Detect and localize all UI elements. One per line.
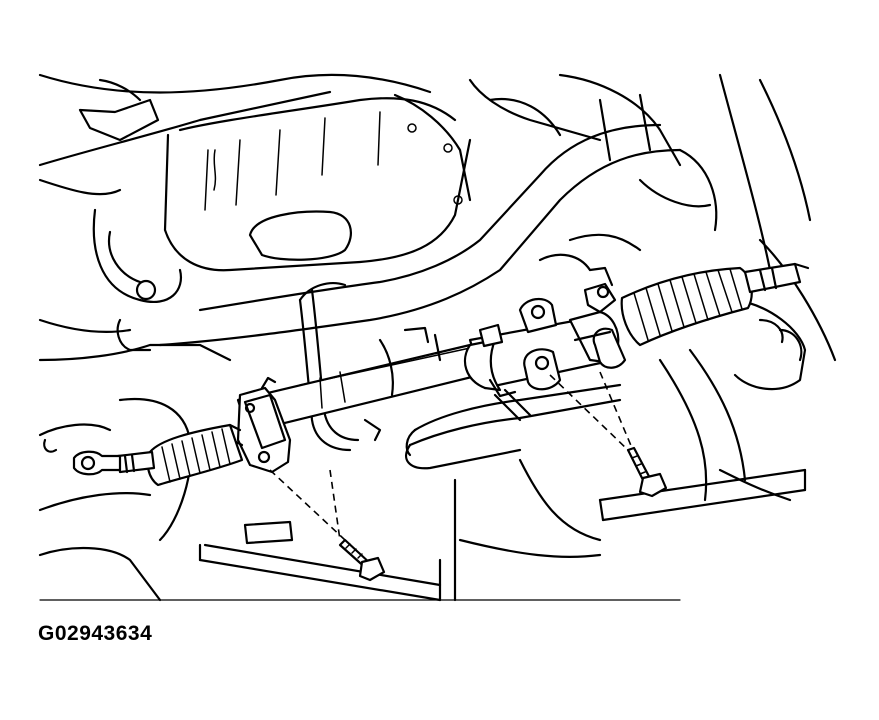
left-mount-bolt — [338, 538, 386, 582]
installation-guide-lines — [269, 371, 633, 541]
lower-left-structure — [38, 397, 681, 602]
right-frame-structure — [598, 238, 837, 522]
left-steering-boot — [146, 423, 244, 487]
right-tie-rod — [743, 262, 810, 294]
left-tie-rod-end — [72, 450, 156, 476]
figure-code-label: G02943634 — [38, 622, 153, 645]
upper-left-bracket — [38, 78, 232, 362]
engine-oil-pan — [38, 73, 472, 272]
crossmember — [158, 73, 812, 347]
right-mount-bolt — [626, 446, 668, 498]
right-steering-boot — [620, 266, 753, 347]
misc-details — [363, 233, 642, 442]
rack-valve-body — [463, 266, 627, 398]
